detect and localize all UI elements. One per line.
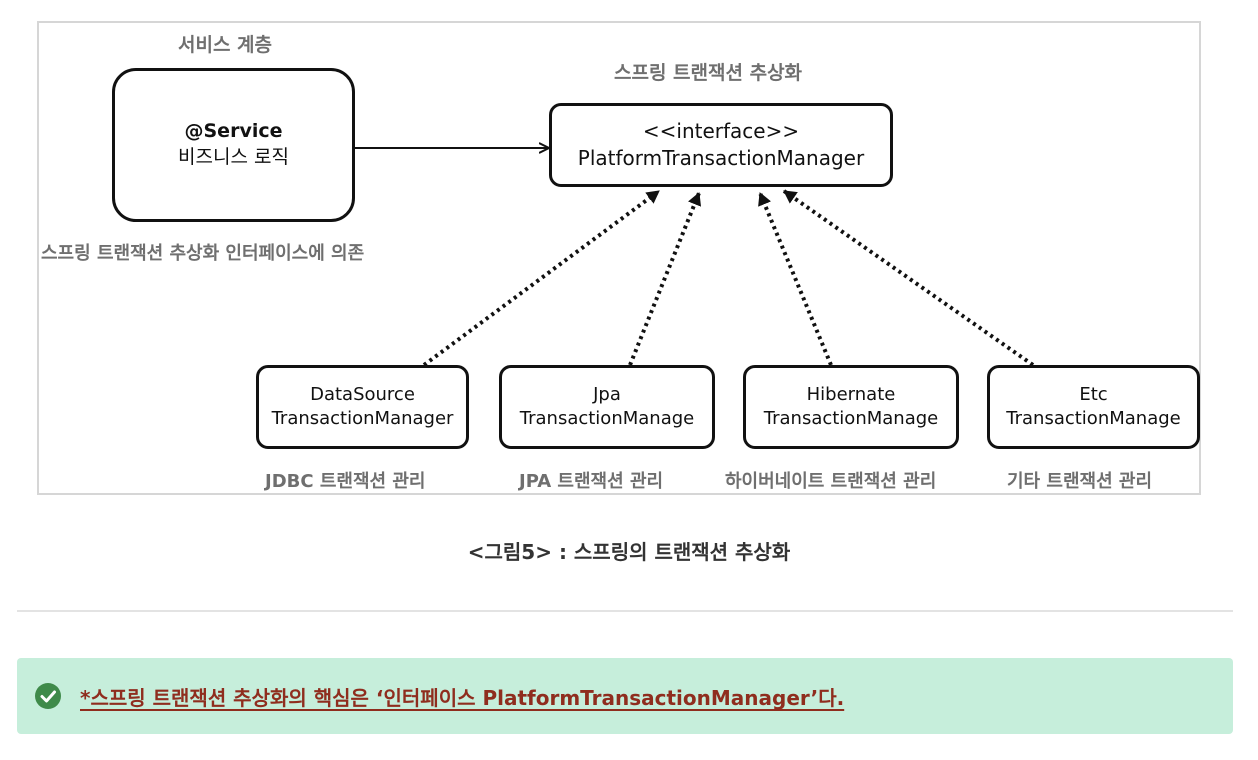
impl-box-line1: Jpa	[593, 383, 621, 405]
impl-caption-hibernate: 하이버네이트 트랜잭션 관리	[725, 471, 937, 492]
impl-box-jpa: Jpa TransactionManage	[499, 365, 715, 449]
callout-box	[17, 658, 1233, 734]
impl-arrow-jpa	[628, 192, 702, 366]
impl-caption-jpa: JPA 트랜잭션 관리	[519, 471, 664, 492]
impl-box-etc: Etc TransactionManage	[987, 365, 1200, 449]
section-divider	[17, 610, 1233, 612]
figure-caption: <그림5> : 스프링의 트랜잭션 추상화	[467, 540, 791, 564]
service-description: 비즈니스 로직	[178, 146, 289, 168]
impl-box-datasource: DataSource TransactionManager	[256, 365, 469, 449]
impl-caption-etc: 기타 트랜잭션 관리	[1007, 471, 1153, 492]
impl-arrow-datasource	[422, 189, 661, 367]
impl-box-line2: TransactionManage	[1006, 408, 1181, 429]
impl-arrow-etc	[782, 189, 1035, 367]
impl-box-line1: Hibernate	[806, 383, 896, 405]
abstraction-label: 스프링 트랜잭션 추상화	[614, 62, 803, 84]
impl-box-line2: TransactionManage	[519, 408, 695, 429]
diagram-figure: 서비스 계층 스프링 트랜잭션 추상화 스프링 트랜잭션 추상화 인터페이스에 …	[37, 21, 1201, 495]
service-layer-label: 서비스 계층	[178, 34, 273, 56]
impl-caption-jdbc: JDBC 트랜잭션 관리	[265, 471, 426, 492]
impl-box-hibernate: Hibernate TransactionManage	[743, 365, 959, 449]
dependency-label: 스프링 트랜잭션 추상화 인터페이스에 의존	[41, 243, 365, 264]
impl-arrow-hibernate	[758, 192, 833, 366]
interface-box: <<interface>> PlatformTransactionManager	[549, 103, 893, 187]
service-annotation: @Service	[184, 120, 283, 143]
callout-text: *스프링 트랜잭션 추상화의 핵심은 ‘인터페이스 PlatformTransa…	[80, 686, 845, 710]
interface-stereotype: <<interface>>	[642, 119, 800, 143]
service-box: @Service 비즈니스 로직	[112, 68, 355, 222]
check-circle-icon	[35, 683, 61, 709]
impl-box-line2: TransactionManager	[271, 408, 454, 429]
interface-name: PlatformTransactionManager	[577, 146, 865, 170]
impl-box-line1: DataSource	[310, 383, 415, 405]
diagram-connectors	[355, 23, 1035, 367]
impl-box-line1: Etc	[1079, 383, 1108, 405]
impl-box-line2: TransactionManage	[763, 408, 939, 429]
